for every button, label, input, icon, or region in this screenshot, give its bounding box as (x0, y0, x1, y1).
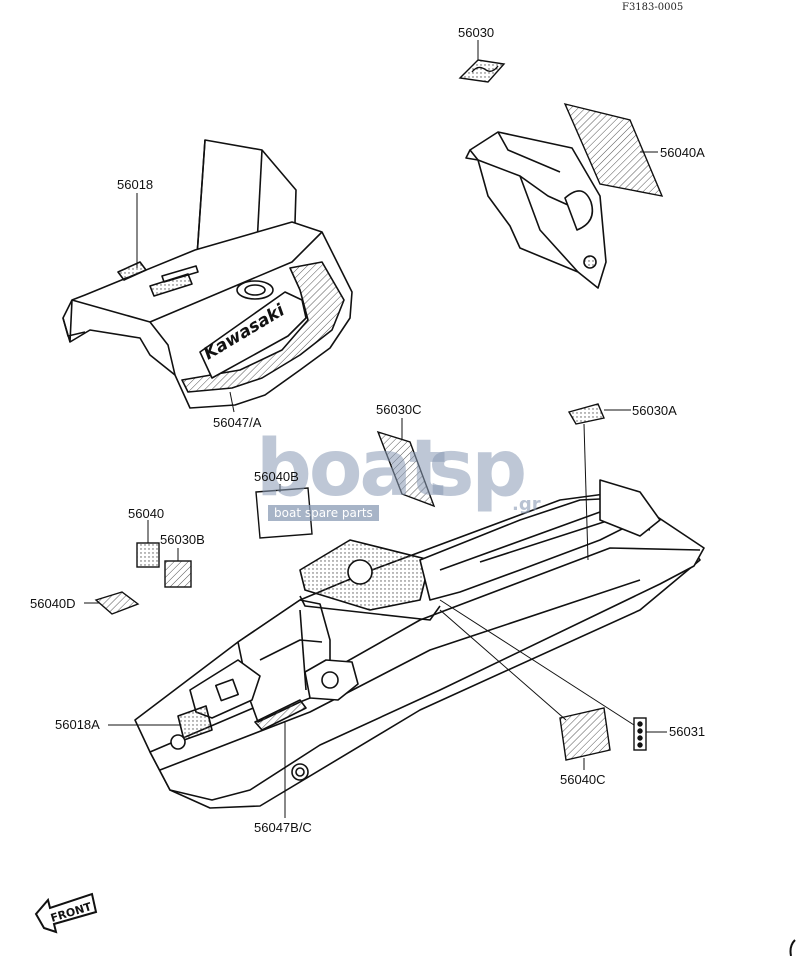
callout-56030: 56030 (458, 25, 495, 40)
hull (134, 479, 705, 809)
figure-code: F3183-0005 (622, 2, 684, 13)
watermark-sp: sp (428, 424, 527, 514)
callout-56030A: 56030A (632, 403, 677, 418)
corner-mark (789, 939, 796, 956)
callout-56031: 56031 (669, 724, 706, 739)
callout-56030B: 56030B (160, 532, 205, 547)
front-direction-arrow (34, 892, 98, 934)
callout-56047A: 56047/A (213, 415, 262, 430)
engine-hood (62, 139, 353, 409)
callout-56040: 56040 (128, 506, 165, 521)
leader-lines (84, 40, 667, 818)
callout-56018A: 56018A (55, 717, 100, 732)
watermark-tagline: boat spare parts (268, 505, 379, 521)
callout-56047BC: 56047B/C (254, 820, 312, 835)
callout-56018: 56018 (117, 177, 154, 192)
decal-56030-part (458, 59, 506, 83)
decal-56040A-part (563, 102, 664, 197)
callout-56040A: 56040A (660, 145, 705, 160)
callout-56040B: 56040B (254, 469, 299, 484)
storage-tray (465, 131, 607, 289)
watermark-boat: boat (256, 424, 446, 514)
callout-56030C: 56030C (376, 402, 422, 417)
callout-56040C: 56040C (560, 772, 606, 787)
callout-56040D: 56040D (30, 596, 76, 611)
watermark-tld: .gr (512, 494, 541, 515)
